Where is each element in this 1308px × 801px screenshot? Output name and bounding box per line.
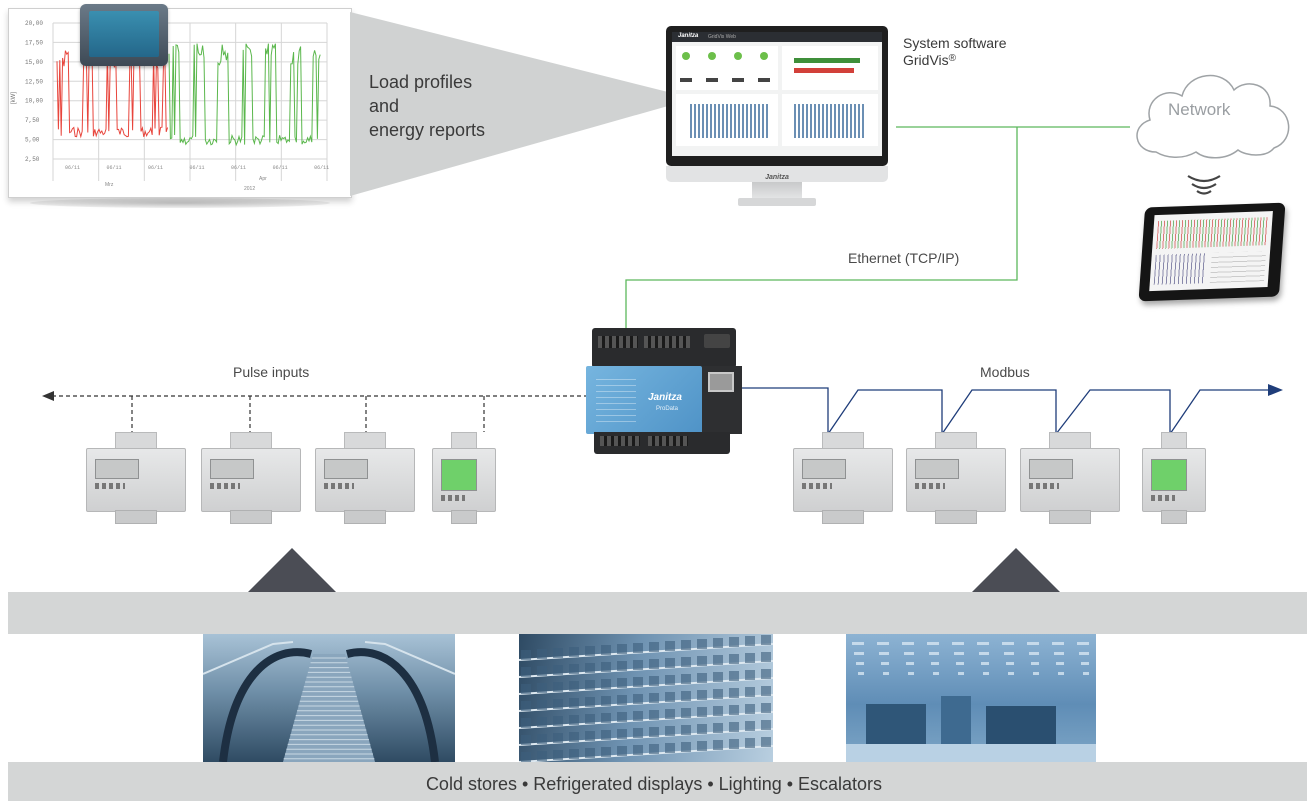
modbus-label: Modbus (980, 364, 1030, 380)
energy-meter (201, 432, 301, 524)
modbus-line (742, 387, 1270, 437)
x-tick-label: 06/11 (107, 165, 122, 171)
wifi-wave-1 (1187, 175, 1221, 183)
refrigerated-displays-photo (519, 634, 773, 762)
y-tick-label: 5,00 (25, 137, 40, 144)
ethernet-label: Ethernet (TCP/IP) (848, 250, 960, 266)
panel-shadow (30, 198, 330, 208)
y-tick-label: 17,50 (25, 39, 43, 46)
caption-band (8, 762, 1307, 801)
applications-caption: Cold stores • Refrigerated displays • Li… (425, 774, 883, 794)
year-label: 2012 (244, 186, 255, 192)
tablet (1138, 202, 1286, 302)
y-axis-unit: [kW] (11, 92, 17, 104)
x-tick-label: 06/11 (231, 165, 246, 171)
gateway-brand: Janitza (648, 392, 682, 403)
monitor-screen: Janitza GridVis Web (672, 32, 882, 156)
wifi-wave-3 (1196, 190, 1212, 195)
software-line-1: System software (903, 35, 1007, 51)
energy-meter (86, 432, 186, 524)
network-label: Network (1168, 100, 1231, 119)
load-profile-line-2: and (369, 96, 400, 116)
triangle-left (248, 548, 336, 592)
energy-meter (315, 432, 415, 524)
load-profile-caption: Load profiles and energy reports (369, 70, 485, 142)
software-name: GridVis (903, 52, 949, 68)
registered-mark: ® (948, 53, 957, 64)
x-tick-label: 06/11 (65, 165, 80, 171)
applications-band (8, 592, 1307, 634)
load-profile-line-3: energy reports (369, 120, 486, 140)
load-profile-panel: 20,00 17,50 15,00 12,50 10,00 7,50 5,00 2,50 [k… (8, 8, 352, 198)
triangle-right (972, 548, 1060, 592)
y-tick-label: 2,50 (25, 156, 40, 163)
software-label: System software GridVis® (903, 35, 1006, 69)
x-tick-label: 06/11 (190, 165, 205, 171)
x-tick-label: 06/11 (148, 165, 163, 171)
y-tick-label: 7,50 (25, 117, 40, 124)
energy-meter (432, 432, 496, 524)
month-label-2: Apr (259, 176, 267, 182)
load-profile-line-1: Load profiles (369, 72, 473, 92)
screen-brand: Janitza (678, 33, 699, 39)
escalators-photo (203, 634, 455, 762)
wifi-wave-2 (1191, 183, 1217, 190)
ethernet-port (708, 372, 734, 392)
series-green-line (168, 43, 321, 147)
monitor-brand: Janitza (765, 174, 789, 181)
prodata-gateway: Janitza ProData (586, 328, 746, 470)
production-hall-photo (846, 634, 1096, 762)
y-tick-label: 12,50 (25, 78, 43, 85)
gateway-model: ProData (656, 406, 679, 412)
pulse-arrowhead (42, 391, 54, 401)
monitor: Janitza GridVis Web Janitza (666, 26, 888, 212)
load-profile-chart: 20,00 17,50 15,00 12,50 10,00 7,50 5,00 2,50 [k… (11, 20, 329, 192)
x-tick-label: 06/11 (273, 165, 288, 171)
network-cloud-icon (1136, 74, 1290, 159)
x-tick-label: 06/11 (314, 165, 329, 171)
energy-meter (1142, 432, 1206, 524)
modbus-arrowhead (1268, 384, 1283, 396)
y-tick-label: 10,00 (25, 98, 43, 105)
energy-meter (906, 432, 1006, 524)
energy-meter (793, 432, 893, 524)
y-tick-label: 15,00 (25, 59, 43, 66)
screen-menu: GridVis Web (708, 34, 736, 40)
month-label-1: Mrz (105, 182, 114, 188)
zoom-device-icon (80, 4, 168, 66)
energy-meter (1020, 432, 1120, 524)
pulse-inputs-label: Pulse inputs (233, 364, 310, 380)
y-tick-label: 20,00 (25, 20, 43, 27)
